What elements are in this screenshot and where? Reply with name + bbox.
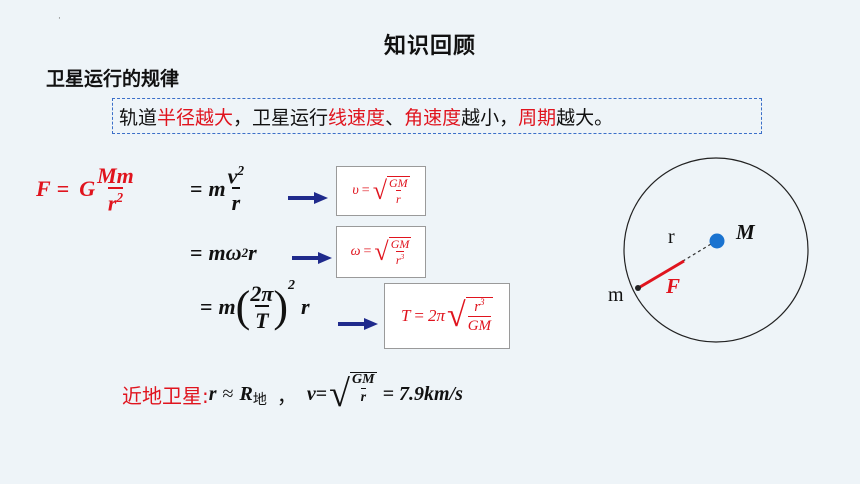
omega-symbol: ω <box>350 244 361 259</box>
fraction-denominator: r2 <box>107 187 124 214</box>
radius-symbol: r <box>301 294 310 320</box>
mass-symbol: m <box>218 294 236 320</box>
rule-highlight-period: 周期 <box>518 106 557 129</box>
fraction-numerator: 2π <box>250 281 274 306</box>
satellite-dot <box>635 285 641 291</box>
comma: ， <box>276 383 297 408</box>
two-pi: 2π <box>428 306 446 325</box>
near-earth-label: 近地卫星: <box>122 383 209 408</box>
fraction-numerator: Mm <box>97 163 134 188</box>
arrow-right-icon <box>338 318 378 330</box>
centripetal-velocity-formula: = m v2 r <box>190 164 244 215</box>
earth-radius-symbol: R <box>239 382 253 405</box>
orbit-circle <box>623 157 809 343</box>
radius-symbol: r <box>248 240 257 265</box>
radius-symbol: r <box>208 382 217 405</box>
centripetal-period-formula: = m ( 2π T ) 2 r <box>200 278 310 332</box>
orbit-diagram <box>623 157 809 343</box>
rule-text-4: 越小， <box>461 106 519 129</box>
omega-symbol: ω <box>225 240 242 265</box>
rule-highlight-radius: 半径越大 <box>157 106 234 129</box>
central-mass-dot <box>709 233 725 249</box>
rule-text-3: 、 <box>385 106 405 129</box>
rule-text-2: ，卫星运行 <box>233 106 329 129</box>
left-paren: ( <box>235 282 251 332</box>
velocity-symbol: υ <box>352 183 359 198</box>
fraction-denominator: T <box>255 305 269 332</box>
near-earth-speed-value: = 7.9km/s <box>382 382 463 405</box>
square-root: √ GM r3 <box>374 237 412 267</box>
centripetal-omega-formula: = m ω 2 r <box>190 240 257 266</box>
velocity-result-box: υ = √ GM r <box>336 166 426 216</box>
gravitational-constant: G <box>79 176 96 202</box>
gravity-formula: F = G Mm r2 <box>36 164 134 215</box>
satellite-mass-label: m <box>608 284 624 306</box>
page-title: 知识回顾 <box>383 34 476 59</box>
mass-over-radius-fraction: Mm r2 <box>97 164 134 215</box>
near-earth-satellite-line: 近地卫星: r ≈ R 地 ， v = √ GM r = 7.9km/s <box>122 372 463 416</box>
mass-symbol: m <box>208 176 226 202</box>
period-symbol: T <box>400 306 411 325</box>
velocity-symbol: v <box>306 382 316 405</box>
equals-sign: = <box>56 176 70 202</box>
mass-symbol: m <box>208 240 226 265</box>
equals-sign: = <box>200 294 213 320</box>
equals-sign: = <box>190 240 203 265</box>
rule-text-5: 越大。 <box>556 106 614 129</box>
arrow-right-icon <box>288 192 328 204</box>
equals-sign: = <box>315 382 328 405</box>
square-root: √ GM r <box>329 372 377 415</box>
exponent: 2 <box>288 278 295 293</box>
radius-label: r <box>668 226 675 248</box>
rule-highlight-angular-speed: 角速度 <box>404 106 462 129</box>
slide-marker: · <box>58 14 61 24</box>
square-root: √ r3 GM <box>447 297 494 334</box>
section-subtitle: 卫星运行的规律 <box>46 68 180 90</box>
rule-text-1: 轨道 <box>119 106 158 129</box>
angular-velocity-result-box: ω = √ GM r3 <box>336 226 426 278</box>
force-vector <box>639 259 685 289</box>
force-label: F <box>666 274 681 298</box>
force-symbol: F <box>36 176 51 202</box>
fraction-denominator: r <box>231 187 241 215</box>
equals-sign: = <box>190 176 203 202</box>
central-mass-label: M <box>736 220 755 244</box>
period-result-box: T = 2π √ r3 GM <box>384 283 510 349</box>
right-paren: ) <box>273 282 288 332</box>
velocity-fraction: v2 r <box>228 164 244 215</box>
period-fraction: 2π T <box>250 282 273 332</box>
fraction-numerator: v2 <box>227 163 245 189</box>
square-root: √ GM r <box>372 176 410 206</box>
exponent: 2 <box>241 245 249 260</box>
rule-highlight-linear-speed: 线速度 <box>328 106 386 129</box>
earth-subscript: 地 <box>252 392 267 408</box>
approx-sign: ≈ <box>222 382 234 405</box>
rule-statement-box: 轨道 半径越大 ，卫星运行 线速度 、 角速度 越小， 周期 越大。 <box>112 98 762 134</box>
arrow-right-icon <box>292 252 332 264</box>
